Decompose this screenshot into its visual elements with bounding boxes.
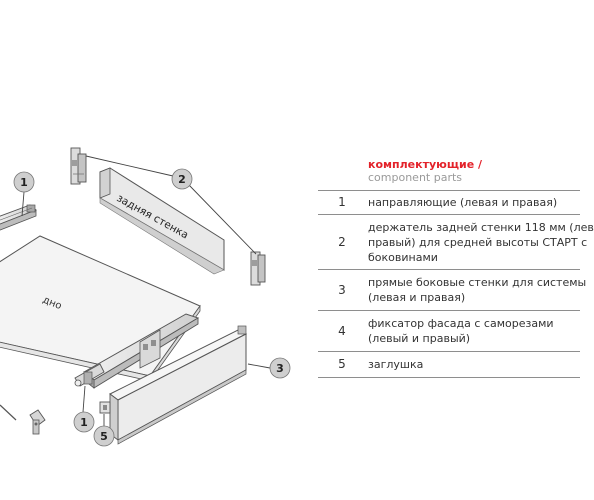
callout-1-bottom-label: 1 — [80, 416, 88, 429]
part-description-line: фиксатор фасада с саморезами — [368, 317, 554, 330]
part-description-line: заглушка — [368, 358, 424, 371]
part-description-line: направляющие (левая и правая) — [368, 196, 558, 209]
part-number: 2 — [318, 214, 366, 270]
side-wall-right — [109, 325, 248, 445]
leader-lines — [21, 155, 271, 426]
parts-title-en: component parts — [368, 171, 463, 184]
part-description-line: правый) для средней высоты СТАРТ с — [368, 235, 588, 249]
rail-left — [0, 204, 37, 231]
back-wall-holder-right — [250, 251, 266, 286]
table-row: 4 фиксатор фасада с саморезами (левый и … — [318, 310, 580, 352]
callout-3: 3 — [269, 357, 291, 379]
part-description-line: боковинами — [368, 250, 438, 264]
callout-2: 2 — [171, 168, 193, 190]
part-description-line: (левая и правая) — [368, 291, 466, 304]
parts-title-ru: комплектующие / — [368, 158, 483, 171]
part-number: 3 — [318, 269, 366, 311]
callout-2-label: 2 — [178, 173, 186, 186]
parts-heading: комплектующие / component parts — [368, 158, 482, 185]
part-description: направляющие (левая и правая) — [366, 190, 580, 215]
rail-right — [74, 313, 200, 389]
part-description: заглушка — [366, 351, 580, 378]
part-description-line: (левый и правый) — [368, 332, 471, 345]
part-number: 1 — [318, 190, 366, 215]
back-wall-holder-left — [70, 147, 87, 185]
facade-fixator-left — [0, 404, 46, 435]
table-row: 3 прямые боковые стенки для системы (лев… — [318, 269, 587, 311]
callout-3-label: 3 — [276, 362, 284, 375]
callout-5-label: 5 — [100, 430, 108, 443]
drawer-assembly-diagram: дно задняя стенка — [0, 147, 291, 447]
callout-1-top: 1 — [13, 171, 35, 193]
part-description: прямые боковые стенки для системы (левая… — [366, 269, 587, 311]
table-row: 5 заглушка — [318, 351, 580, 378]
back-wall-panel: задняя стенка — [99, 167, 225, 275]
part-number: 5 — [318, 351, 366, 378]
part-description: держатель задней стенки 118 мм (лев прав… — [366, 214, 594, 270]
part-number: 4 — [318, 310, 366, 352]
part-description: фиксатор фасада с саморезами (левый и пр… — [366, 310, 580, 352]
parts-table: 1 направляющие (левая и правая) 2 держат… — [318, 190, 594, 378]
drawer-bottom: дно — [0, 235, 201, 383]
callout-1-top-label: 1 — [20, 176, 28, 189]
part-description-line: прямые боковые стенки для системы — [368, 276, 587, 289]
callout-1-bottom: 1 — [73, 411, 95, 433]
end-cap — [99, 401, 111, 414]
table-row: 2 держатель задней стенки 118 мм (лев пр… — [318, 214, 594, 270]
part-description-line: держатель задней стенки 118 мм (лев — [368, 220, 594, 234]
table-row: 1 направляющие (левая и правая) — [318, 190, 580, 215]
callout-5: 5 — [93, 425, 115, 447]
